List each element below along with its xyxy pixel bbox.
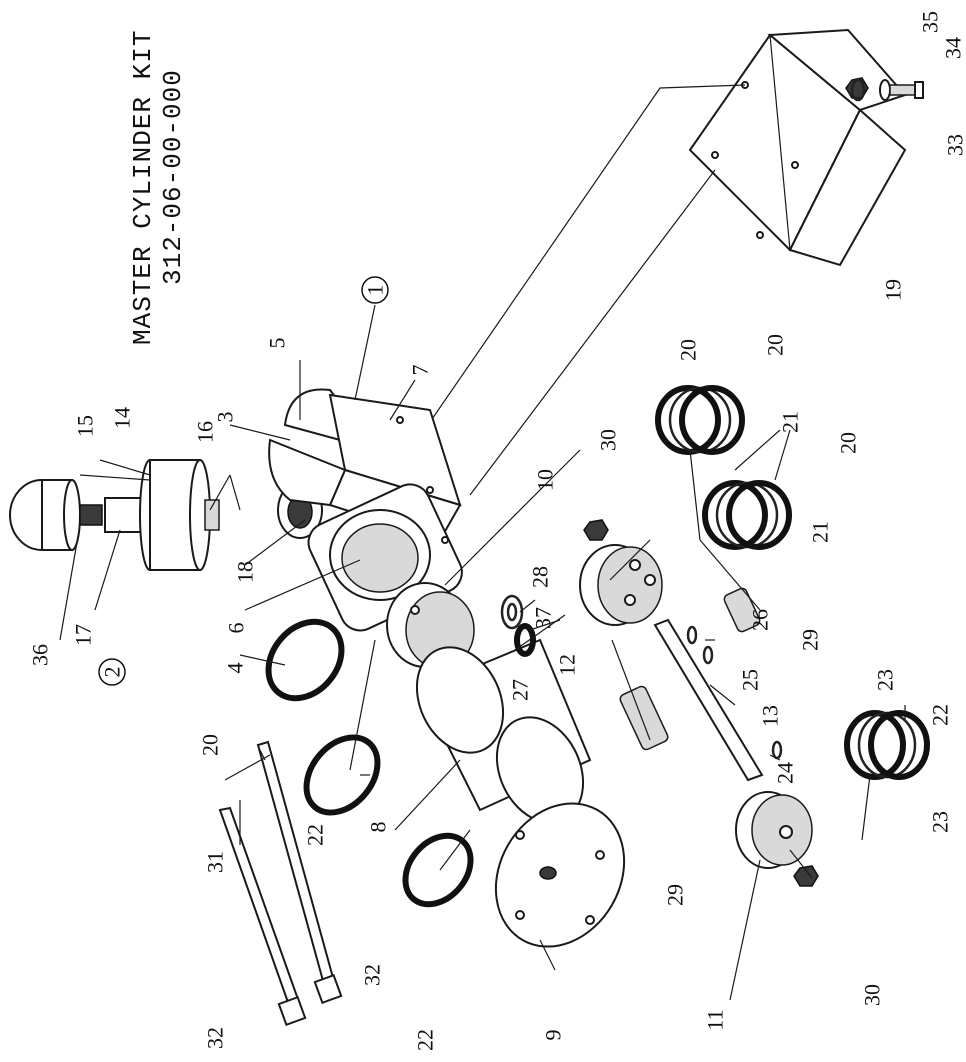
label-part-12: 12 (555, 654, 580, 676)
label-part-5: 5 (265, 338, 290, 349)
label-part-8: 8 (366, 822, 391, 833)
label-part-21a: 20 (676, 339, 701, 361)
label-part-24: 24 (773, 762, 798, 784)
label-part-34: 34 (941, 37, 966, 59)
label-part-27: 27 (508, 679, 533, 701)
label-part-1: 1 (363, 285, 388, 296)
label-part-32a: 32 (360, 964, 385, 986)
piston-shaft (653, 618, 783, 782)
label-leaders (59, 304, 906, 1001)
cylinder-sleeve (415, 638, 592, 824)
label-part-30b: 30 (860, 984, 885, 1006)
title-line-1: MASTER CYLINDER KIT (128, 30, 158, 345)
nuts (583, 519, 819, 887)
label-part-20b: 20 (763, 334, 788, 356)
part-labels: 1 2 5 3 7 6 4 10 15 14 16 18 17 36 20 22… (28, 11, 966, 1051)
label-part-4: 4 (223, 663, 248, 674)
label-part-6: 6 (224, 623, 249, 634)
label-part-22a: 22 (303, 824, 328, 846)
label-part-14: 14 (110, 407, 135, 429)
label-part-21b: 21 (778, 411, 803, 433)
label-part-16: 16 (193, 421, 218, 443)
bracket-fasteners (845, 77, 924, 102)
tie-rods (218, 740, 343, 1027)
label-part-22b: 22 (413, 1029, 438, 1051)
label-part-33: 33 (943, 134, 966, 156)
label-part-19: 19 (881, 279, 906, 301)
label-part-20a: 20 (198, 734, 223, 756)
label-part-13: 13 (758, 705, 783, 727)
ring-stacks (655, 385, 930, 780)
label-circled-2: 2 (98, 658, 126, 686)
title-line-2: 312-06-00-000 (158, 69, 188, 285)
label-part-37: 37 (531, 607, 556, 629)
piston-end (735, 791, 813, 869)
label-part-28: 28 (528, 566, 553, 588)
end-plate (494, 802, 626, 948)
label-part-35: 35 (918, 11, 943, 33)
label-part-25: 25 (738, 669, 763, 691)
label-part-36: 36 (28, 644, 53, 666)
label-part-21c: 21 (808, 521, 833, 543)
label-part-10: 10 (533, 469, 558, 491)
label-part-17: 17 (71, 624, 96, 646)
label-part-11: 11 (703, 1009, 728, 1030)
label-part-7: 7 (408, 365, 433, 376)
label-part-29a: 29 (663, 884, 688, 906)
label-circled-1: 1 (361, 276, 389, 304)
label-part-32b: 32 (203, 1027, 228, 1049)
piston-secondary (579, 544, 663, 626)
label-part-23a: 23 (873, 669, 898, 691)
label-part-3: 3 (213, 412, 238, 423)
label-part-29b: 29 (798, 629, 823, 651)
mounting-bracket (688, 28, 907, 267)
label-part-20c: 20 (836, 432, 861, 454)
label-part-30a: 30 (596, 429, 621, 451)
label-part-9: 9 (541, 1030, 566, 1041)
label-part-31: 31 (203, 851, 228, 873)
label-part-15: 15 (73, 415, 98, 437)
diagram-title: MASTER CYLINDER KIT 312-06-00-000 (128, 30, 188, 345)
label-part-18: 18 (233, 561, 258, 583)
reservoir-cap-assembly (9, 459, 220, 571)
label-part-26: 26 (748, 609, 773, 631)
label-part-22c: 22 (928, 704, 953, 726)
label-part-2: 2 (100, 667, 125, 678)
label-part-23b: 23 (928, 811, 953, 833)
